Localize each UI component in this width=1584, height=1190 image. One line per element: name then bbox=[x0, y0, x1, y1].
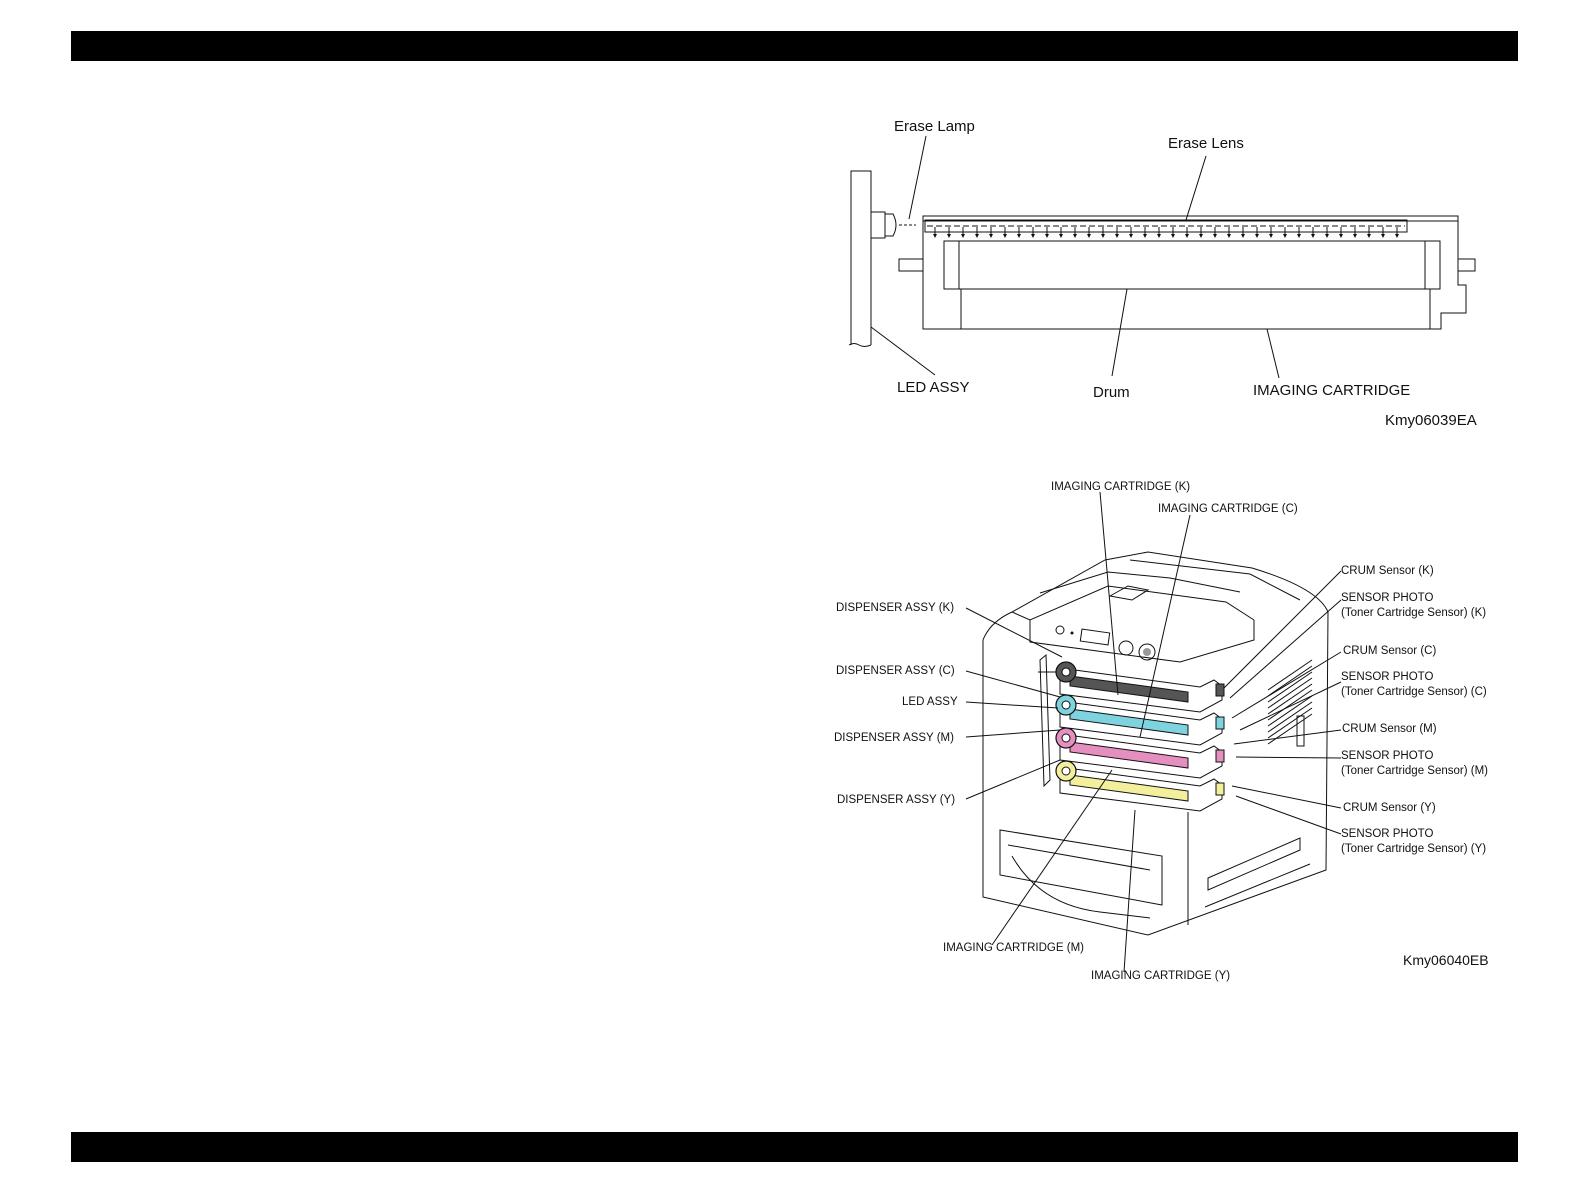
label-sensor-photo-c-1: SENSOR PHOTO bbox=[1341, 671, 1433, 683]
label-crum-sensor-m: CRUM Sensor (M) bbox=[1342, 723, 1437, 735]
label-dispenser-assy-m: DISPENSER ASSY (M) bbox=[834, 732, 954, 744]
label-imaging-cartridge-c: IMAGING CARTRIDGE (C) bbox=[1158, 503, 1298, 515]
cartridge-y bbox=[1055, 760, 1225, 812]
label-sensor-photo-k-2: (Toner Cartridge Sensor) (K) bbox=[1341, 607, 1486, 619]
label-sensor-photo-k-1: SENSOR PHOTO bbox=[1341, 592, 1433, 604]
label-crum-sensor-y: CRUM Sensor (Y) bbox=[1343, 802, 1436, 814]
label-sensor-photo-y-2: (Toner Cartridge Sensor) (Y) bbox=[1341, 843, 1486, 855]
label-dispenser-assy-k: DISPENSER ASSY (K) bbox=[836, 602, 954, 614]
footer-bar bbox=[71, 1132, 1518, 1162]
label-sensor-photo-c-2: (Toner Cartridge Sensor) (C) bbox=[1341, 686, 1487, 698]
cartridge-k bbox=[1055, 661, 1225, 713]
label-crum-sensor-c: CRUM Sensor (C) bbox=[1343, 645, 1436, 657]
label-imaging-cartridge-y: IMAGING CARTRIDGE (Y) bbox=[1091, 970, 1230, 982]
label-sensor-photo-y-1: SENSOR PHOTO bbox=[1341, 828, 1433, 840]
cartridge-m bbox=[1055, 727, 1225, 779]
drum bbox=[943, 240, 1441, 329]
printer-body bbox=[982, 551, 1329, 936]
label-led-assy: LED ASSY bbox=[897, 379, 970, 396]
erase-lens bbox=[924, 219, 1408, 238]
label-dispenser-assy-y: DISPENSER ASSY (Y) bbox=[837, 794, 955, 806]
label-sensor-photo-m-2: (Toner Cartridge Sensor) (M) bbox=[1341, 765, 1488, 777]
cartridge-c bbox=[1055, 694, 1225, 746]
label-led-assy-2: LED ASSY bbox=[902, 696, 958, 708]
figure-id-2: Kmy06040EB bbox=[1403, 952, 1489, 968]
label-dispenser-assy-c: DISPENSER ASSY (C) bbox=[836, 665, 955, 677]
label-erase-lamp: Erase Lamp bbox=[894, 118, 975, 135]
led-assy-board bbox=[848, 170, 897, 347]
label-imaging-cartridge-m: IMAGING CARTRIDGE (M) bbox=[943, 942, 1084, 954]
imaging-cartridge-body bbox=[898, 215, 1476, 330]
label-sensor-photo-m-1: SENSOR PHOTO bbox=[1341, 750, 1433, 762]
label-erase-lens: Erase Lens bbox=[1168, 135, 1244, 152]
leader-lines bbox=[965, 491, 1342, 973]
figure-id-1: Kmy06039EA bbox=[1385, 412, 1477, 429]
label-crum-sensor-k: CRUM Sensor (K) bbox=[1341, 565, 1434, 577]
label-imaging-cartridge: IMAGING CARTRIDGE bbox=[1253, 382, 1410, 399]
label-drum: Drum bbox=[1093, 384, 1130, 401]
header-bar bbox=[71, 31, 1518, 61]
imaging-cartridges bbox=[1055, 661, 1225, 812]
figure-erase-lamp: Erase Lamp Erase Lens LED ASSY Drum IMAG… bbox=[848, 118, 1477, 429]
label-imaging-cartridge-k: IMAGING CARTRIDGE (K) bbox=[1051, 481, 1190, 493]
figure-printer: IMAGING CARTRIDGE (K) IMAGING CARTRIDGE … bbox=[834, 481, 1489, 982]
